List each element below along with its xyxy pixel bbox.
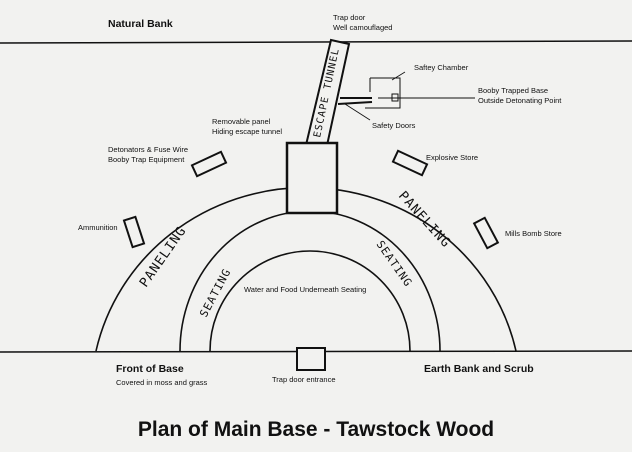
- safety-chamber-pointer: [391, 71, 406, 81]
- trap-door-entrance: [296, 347, 326, 371]
- detonators-store: [190, 150, 228, 178]
- hiding-tunnel-label: Hiding escape tunnel: [212, 127, 282, 136]
- trap-door-entrance-label: Trap door entrance: [272, 375, 336, 384]
- front-of-base-label: Front of Base: [116, 363, 184, 375]
- safety-door-2: [337, 101, 373, 105]
- well-camouflaged-label: Well camouflaged: [333, 23, 392, 32]
- booby-trap-equipment-label: Booby Trap Equipment: [108, 155, 185, 164]
- outside-detonating-label: Outside Detonating Point: [478, 96, 562, 105]
- ammunition-store: [122, 215, 146, 249]
- diagram-title: Plan of Main Base - Tawstock Wood: [138, 418, 494, 441]
- ammunition-label: Ammunition: [78, 223, 118, 232]
- explosive-store-label: Explosive Store: [426, 153, 478, 162]
- removable-panel: [285, 141, 339, 215]
- booby-trapped-label: Booby Trapped Base: [478, 86, 548, 95]
- safety-doors-pointer: [344, 103, 371, 121]
- safety-doors-label: Safety Doors: [372, 121, 416, 130]
- removable-panel-label: Removable panel: [212, 117, 271, 126]
- trap-door-top-label: Trap door: [333, 13, 366, 22]
- mills-bomb-label: Mills Bomb Store: [505, 229, 562, 238]
- natural-bank-label: Natural Bank: [108, 18, 173, 30]
- detonators-label: Detonators & Fuse Wire: [108, 145, 188, 154]
- seating-inner-arc: [209, 250, 411, 352]
- explosive-store: [391, 149, 429, 177]
- natural-bank-line: [0, 40, 632, 44]
- safety-chamber-label: Saftey Chamber: [414, 63, 469, 72]
- covered-moss-label: Covered in moss and grass: [116, 378, 208, 387]
- safety-chamber: [365, 77, 401, 109]
- paneling-right-label: PANELING: [395, 189, 453, 252]
- earth-bank-label: Earth Bank and Scrub: [424, 363, 534, 375]
- water-food-label: Water and Food Underneath Seating: [244, 285, 366, 294]
- mills-bomb-store: [472, 216, 500, 250]
- seating-right-label: SEATING: [374, 238, 415, 289]
